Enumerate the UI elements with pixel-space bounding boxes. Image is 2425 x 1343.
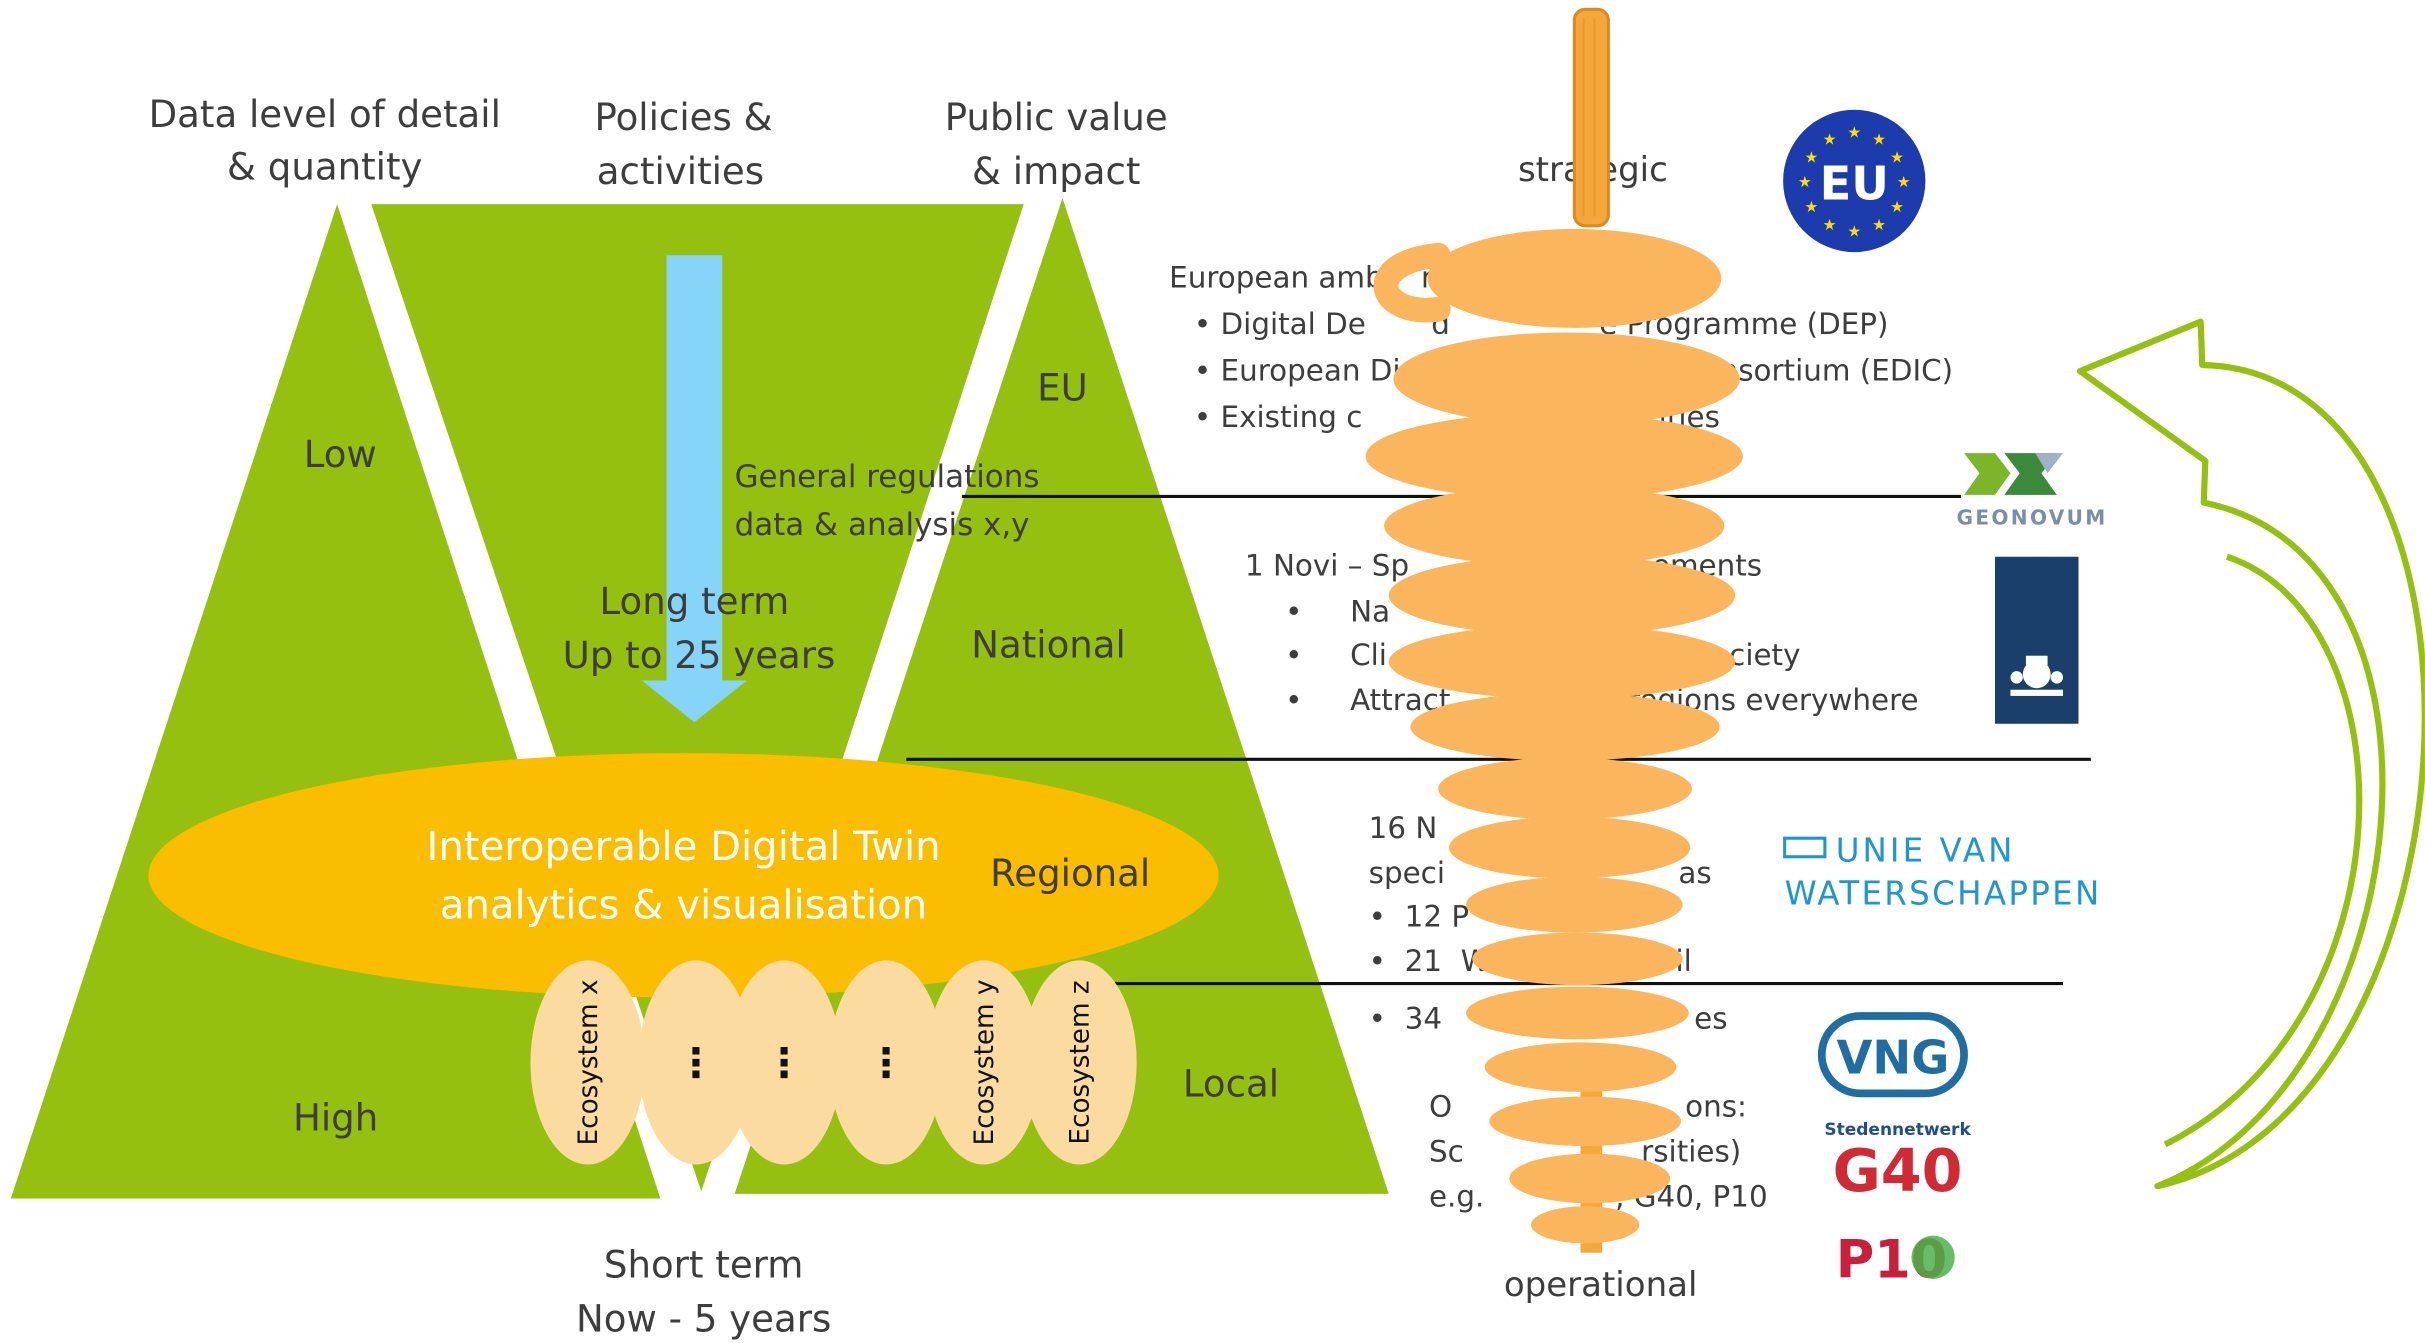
national-bullet-dot: • — [1285, 638, 1302, 672]
ecosystem-ellipse — [638, 960, 754, 1165]
p10-logo: P10 — [1836, 1229, 1955, 1290]
ecosystem-ellipse — [828, 960, 944, 1165]
uvw-logo-line1: UNIE VAN — [1836, 831, 2016, 869]
eu-star-icon: ★ — [1890, 148, 1904, 166]
uvw-logo-line2: WATERSCHAPPEN — [1785, 875, 2102, 913]
ecosystem-ellipse — [530, 960, 645, 1165]
spiral-coil-tail — [1373, 242, 1451, 323]
operational-label: operational — [1504, 1265, 1698, 1305]
spiral-coil — [1489, 1096, 1682, 1146]
vng-logo-text: VNG — [1837, 1030, 1950, 1084]
spiral-coil — [1466, 876, 1683, 933]
spiral-coil — [1388, 624, 1736, 700]
eu-star-icon: ★ — [1823, 130, 1837, 148]
header-value-line1: Public value — [945, 96, 1168, 139]
rijksoverheid-logo — [1994, 556, 2079, 724]
scale-national-label: National — [971, 623, 1126, 666]
eu-star-icon: ★ — [1890, 198, 1904, 216]
scale-eu-label: EU — [1037, 367, 1088, 410]
header-policies-line1: Policies & — [595, 96, 773, 139]
eu-star-icon: ★ — [1847, 124, 1861, 142]
spiral-coil — [1438, 757, 1692, 820]
time-arrow — [641, 255, 747, 723]
eu-star-icon: ★ — [1823, 216, 1837, 234]
cycle-arrow-inner — [2163, 553, 2363, 1148]
cycle-arrow — [2076, 318, 2425, 1190]
eu-star-icon: ★ — [1872, 130, 1886, 148]
short-term-range: Now - 5 years — [576, 1298, 831, 1341]
spiral-coil — [1531, 1206, 1640, 1244]
spiral-coil — [1410, 692, 1720, 761]
skewer-stick-top — [1572, 7, 1610, 228]
ecosystem-label: Ecosystem x — [574, 979, 604, 1145]
header-value-line2: & impact — [972, 150, 1140, 193]
eu-star-icon: ★ — [1804, 148, 1818, 166]
g40-logo-text: G40 — [1833, 1136, 1963, 1205]
eu-logo-text: EU — [1820, 156, 1889, 210]
uvw-logo: UNIE VAN WATERSCHAPPEN — [1783, 831, 2102, 913]
eu-star-icon: ★ — [1847, 223, 1861, 241]
g40-logo-small-text: Stedennetwerk — [1824, 1120, 1971, 1140]
spiral-coil — [1365, 412, 1743, 500]
scale-local-label: Local — [1183, 1062, 1279, 1105]
short-term-label: Short term — [604, 1243, 804, 1286]
ecosystem-label: ⋮ — [764, 1040, 804, 1086]
general-regulations-line1: General regulations — [735, 459, 1040, 495]
spiral-coil — [1427, 228, 1722, 328]
ecosystem-label: Ecosystem z — [1066, 980, 1096, 1144]
regional-bullet: • 12 P — [1369, 899, 1469, 933]
spiral-coil — [1384, 485, 1725, 567]
detail-high-label: High — [293, 1096, 378, 1139]
eu-star-icon: ★ — [1798, 173, 1812, 191]
general-regulations-line2: data & analysis x,y — [735, 507, 1030, 543]
eu-logo: ★★★★★★★★★★★★ EU — [1783, 109, 1926, 253]
detail-low-label: Low — [304, 433, 377, 476]
ecosystem-label: Ecosystem y — [970, 979, 1000, 1145]
header-policies-line2: activities — [597, 150, 764, 193]
long-term-label: Long term — [600, 580, 790, 623]
ecosystem-ellipse — [1022, 960, 1137, 1165]
vng-logo: VNG — [1817, 1012, 1968, 1098]
ecosystem-ellipse — [926, 960, 1041, 1165]
spiral-skewer — [1365, 7, 1743, 1253]
eu-star-icon: ★ — [1804, 198, 1818, 216]
spiral-coil — [1472, 932, 1683, 986]
long-term-range: Up to 25 years — [563, 634, 836, 677]
national-bullet-dot: • — [1285, 595, 1302, 629]
geonovum-logo: GEONOVUM — [1957, 453, 2108, 529]
header-detail-line1: Data level of detail — [149, 93, 501, 136]
eu-star-icon: ★ — [1897, 173, 1911, 191]
spiral-coil — [1484, 1042, 1677, 1092]
digital-twin-title: Interoperable Digital Twin — [426, 824, 940, 870]
header-detail-line2: & quantity — [227, 145, 422, 188]
spiral-coil — [1509, 1153, 1671, 1204]
ecosystem-label: ⋮ — [676, 1040, 716, 1086]
ecosystem-ellipse — [726, 960, 842, 1165]
eu-star-icon: ★ — [1872, 216, 1886, 234]
ecosystem-group: Ecosystem x ⋮ ⋮ ⋮ Ecosystem y Ecosystem z — [530, 960, 1137, 1165]
g40-logo: Stedennetwerk G40 — [1824, 1120, 1971, 1205]
regional-text-line: 16 N — [1369, 811, 1438, 845]
national-bullet-dot: • — [1285, 683, 1302, 717]
scale-regional-label-front: Regional — [990, 852, 1150, 895]
digital-twin-subtitle: analytics & visualisation — [440, 883, 927, 929]
digital-twin-ellipse — [148, 753, 1219, 998]
spiral-coil — [1449, 816, 1691, 879]
ecosystem-label: ⋮ — [866, 1040, 906, 1086]
eu-stars: ★★★★★★★★★★★★ — [1798, 124, 1911, 241]
spiral-coil — [1388, 555, 1736, 636]
spiral-coil — [1466, 986, 1689, 1040]
spiral-coil — [1393, 332, 1740, 426]
geonovum-logo-text: GEONOVUM — [1957, 505, 2108, 529]
